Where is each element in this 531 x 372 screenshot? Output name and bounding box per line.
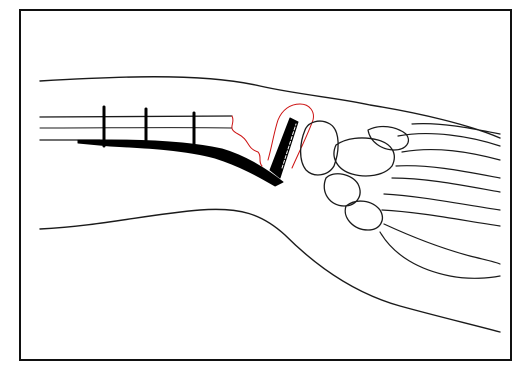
hamate-bone bbox=[368, 127, 408, 150]
metacarpal-2-b bbox=[392, 178, 500, 192]
radius-dorsal-cortex bbox=[40, 116, 232, 117]
volar-plate bbox=[78, 140, 283, 186]
metacarpal-3-b bbox=[382, 210, 500, 226]
metacarpals bbox=[380, 124, 500, 279]
capitate-bone bbox=[334, 138, 394, 176]
metacarpal-4-b bbox=[380, 232, 500, 278]
lunate-bone bbox=[301, 121, 338, 175]
metacarpal-3 bbox=[384, 194, 500, 210]
metacarpal-2 bbox=[396, 166, 500, 178]
metacarpal-1-b bbox=[402, 150, 500, 160]
metacarpal-1 bbox=[398, 134, 500, 146]
dorsal-skin-outline bbox=[40, 77, 500, 138]
metacarpal-4 bbox=[384, 224, 500, 264]
distal-buttress-plate bbox=[270, 118, 298, 178]
